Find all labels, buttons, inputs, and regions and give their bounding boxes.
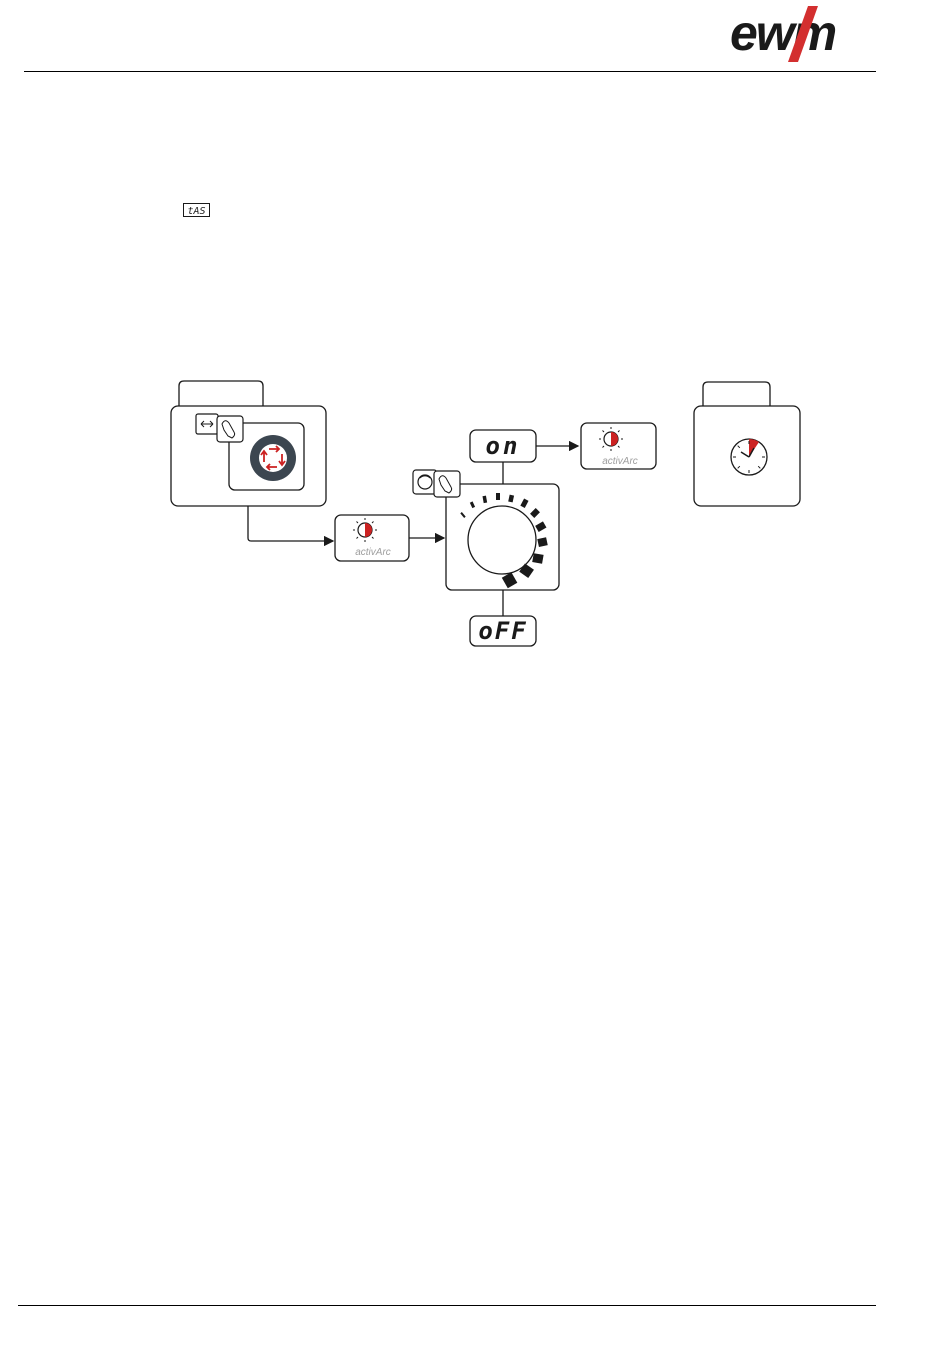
activarc-label: activArc bbox=[355, 547, 391, 558]
activarc-setting-diagram: activArc bbox=[168, 378, 808, 650]
timer-panel bbox=[694, 382, 800, 506]
push-turn-knob-icon bbox=[413, 470, 460, 497]
footer-rule bbox=[18, 1305, 876, 1306]
on-display-text: on bbox=[486, 432, 521, 460]
rotary-encoder-icon bbox=[250, 435, 296, 481]
activarc-button[interactable]: activArc bbox=[335, 515, 409, 561]
knob-panel bbox=[413, 470, 559, 590]
seven-segment-display-icon: tAS bbox=[183, 203, 210, 217]
header-rule bbox=[24, 71, 876, 72]
off-display: oFF bbox=[470, 616, 536, 646]
on-display: on bbox=[470, 430, 536, 462]
activarc-button-on[interactable]: activArc bbox=[581, 423, 656, 469]
activarc-label: activArc bbox=[602, 456, 638, 467]
control-knob[interactable] bbox=[468, 506, 536, 574]
left-control-panel bbox=[171, 381, 326, 506]
connector-arrow bbox=[248, 506, 333, 541]
logo-text: ewm bbox=[730, 6, 836, 61]
clock-icon bbox=[731, 439, 767, 475]
off-display-text: oFF bbox=[478, 617, 527, 645]
display-text: tAS bbox=[187, 206, 205, 217]
ewm-logo: ewm bbox=[728, 6, 862, 62]
